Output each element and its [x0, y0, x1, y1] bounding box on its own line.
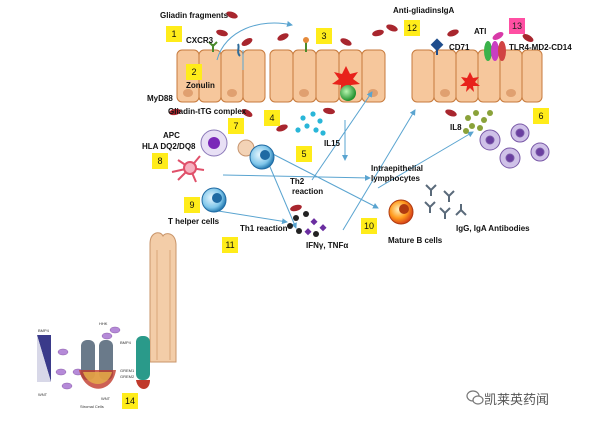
- label-apc: APC: [163, 131, 180, 140]
- label-iel-2: lymphocytes: [371, 174, 420, 183]
- label-myd88: MyD88: [147, 94, 173, 103]
- badge-11: 11: [222, 237, 238, 253]
- badge-14: 14: [122, 393, 138, 409]
- label-th2-2: reaction: [292, 187, 324, 196]
- label-mature-b: Mature B cells: [388, 236, 443, 245]
- label-iel-1: Intraepithelial: [371, 164, 424, 173]
- label-ifn-tnf: IFNγ, TNFα: [306, 241, 349, 250]
- label-bmp4-left: BMP4: [38, 328, 49, 333]
- intestinal-crypt-diagram: [37, 326, 150, 390]
- badge-8: 8: [152, 153, 168, 169]
- badge-12: 12: [404, 20, 420, 36]
- badge-6: 6: [533, 108, 549, 124]
- antibodies: [424, 184, 467, 219]
- cxcr3-receptor: [208, 41, 218, 52]
- label-hla: HLA DQ2/DQ8: [142, 142, 196, 151]
- label-cxcr3: CXCR3: [186, 36, 214, 45]
- label-gliadin-ttg: Gliadin-tTG complex: [168, 107, 247, 116]
- badge-13: 13: [509, 18, 525, 34]
- pathway-arrows: [211, 21, 474, 231]
- label-bmp4-right: BMP4: [120, 340, 131, 345]
- mature-b-cell: [388, 199, 414, 225]
- label-il8: IL8: [450, 123, 462, 132]
- label-gliadin-fragments: Gliadin fragments: [160, 11, 229, 20]
- label-th2-1: Th2: [290, 177, 305, 186]
- label-wnt-left: WNT: [38, 392, 48, 397]
- badge-1: 1: [166, 26, 182, 42]
- label-igg-iga: IgG, IgA Antibodies: [456, 224, 530, 233]
- label-hhk: HHK: [99, 321, 108, 326]
- il8-granules: [463, 110, 493, 134]
- zonulin-receptor: [237, 43, 241, 57]
- intestinal-villus: [149, 232, 177, 363]
- watermark-text: 凯莱英药闻: [484, 392, 550, 407]
- ati-molecule: [492, 32, 504, 40]
- enterocyte-layer-right: [411, 49, 543, 103]
- cd71-receptor: [430, 38, 444, 55]
- enterocyte-layer-left: [176, 49, 266, 103]
- badge-7: 7: [228, 118, 244, 134]
- receptor-3: [303, 37, 309, 52]
- damage-burst: [332, 66, 360, 93]
- label-wnt-right: WNT: [101, 396, 111, 401]
- tlr4-receptor: [484, 41, 506, 61]
- il15-molecules: [295, 111, 326, 136]
- label-zonulin: Zonulin: [186, 81, 215, 90]
- t-cell-upper: [249, 144, 275, 170]
- ifn-tnf-molecules: [287, 211, 327, 237]
- dendritic-cell-apc: [171, 155, 205, 183]
- badge-10: 10: [361, 218, 377, 234]
- label-th1: Th1 reaction: [240, 224, 288, 233]
- enterocyte-layer-middle: [269, 49, 386, 103]
- label-il15: IL15: [324, 139, 341, 148]
- iel-in-epithelium: [340, 85, 356, 101]
- label-ati: ATI: [474, 27, 487, 36]
- t-helper-cell: [201, 187, 227, 213]
- gliadin-ttg-complex-cell: [200, 129, 228, 157]
- label-stromal: Stromal Cells: [80, 404, 104, 409]
- label-grem2: GREM2: [120, 374, 135, 379]
- label-tlr4: TLR4-MD2-CD14: [509, 43, 572, 52]
- badge-2: 2: [186, 64, 202, 80]
- wechat-icon: [466, 390, 484, 405]
- label-anti-gliadin: Anti-gliadinsIgA: [393, 6, 455, 15]
- badge-4: 4: [264, 110, 280, 126]
- label-grem1: GREM1: [120, 368, 135, 373]
- badge-5: 5: [296, 146, 312, 162]
- badge-3: 3: [316, 28, 332, 44]
- damage-burst-right: [460, 72, 480, 92]
- badge-9: 9: [184, 197, 200, 213]
- neutrophil-cells: [479, 123, 550, 169]
- label-t-helper: T helper cells: [168, 217, 220, 226]
- label-cd71: CD71: [449, 43, 470, 52]
